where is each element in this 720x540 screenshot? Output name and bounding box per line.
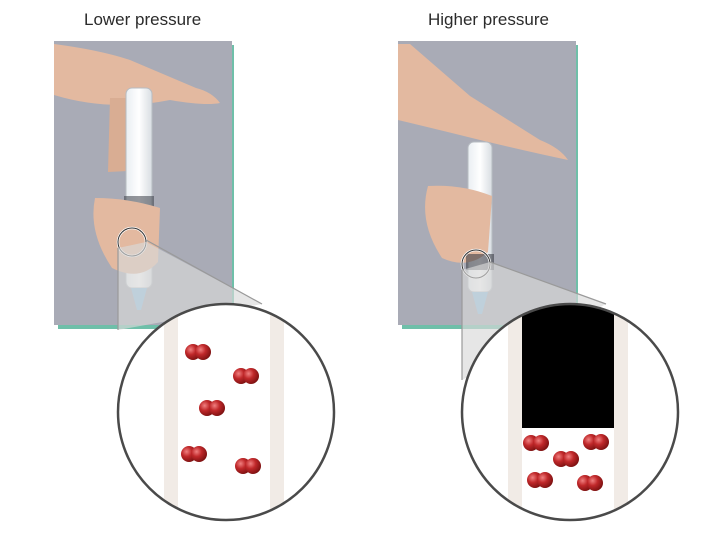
left-molecule-2-atom-2 [243, 368, 259, 384]
right-photo [398, 41, 578, 329]
lower-pressure-label: Lower pressure [84, 10, 202, 29]
left-barrel-wall-right [270, 304, 284, 520]
right-barrel-wall-right [614, 304, 628, 520]
right-molecule-4-atom-2 [537, 472, 553, 488]
left-molecule-4-atom-2 [191, 446, 207, 462]
left-molecule-1-atom-2 [195, 344, 211, 360]
right-molecule-2 [583, 434, 609, 450]
left-molecule-5-atom-2 [245, 458, 261, 474]
right-magnified-view [460, 302, 680, 522]
left-top-hand [54, 44, 220, 105]
right-molecules [523, 434, 609, 491]
right-molecule-5 [577, 475, 603, 491]
left-connector-line-b [145, 239, 263, 305]
left-magnified-view [116, 302, 336, 522]
right-plunger-block [522, 304, 614, 428]
higher-pressure-label: Higher pressure [428, 10, 549, 29]
right-barrel-wall-left [508, 304, 522, 520]
right-molecule-4 [527, 472, 553, 488]
right-connector-line-b [489, 261, 607, 305]
right-grip-hand [425, 185, 492, 263]
left-molecules [181, 344, 261, 474]
left-molecule-4 [181, 446, 207, 462]
right-molecule-3 [553, 451, 579, 467]
right-molecule-2-atom-2 [593, 434, 609, 450]
left-molecule-3-atom-2 [209, 400, 225, 416]
left-barrel-wall-left [164, 304, 178, 520]
left-molecule-5 [235, 458, 261, 474]
right-molecule-1-atom-2 [533, 435, 549, 451]
left-magnifier-border [116, 302, 336, 522]
left-molecule-3 [199, 400, 225, 416]
right-molecule-3-atom-2 [563, 451, 579, 467]
right-top-hand [398, 44, 568, 160]
left-molecule-1 [185, 344, 211, 360]
right-molecule-1 [523, 435, 549, 451]
right-molecule-5-atom-2 [587, 475, 603, 491]
right-magnifier-border [460, 302, 680, 522]
left-molecule-2 [233, 368, 259, 384]
